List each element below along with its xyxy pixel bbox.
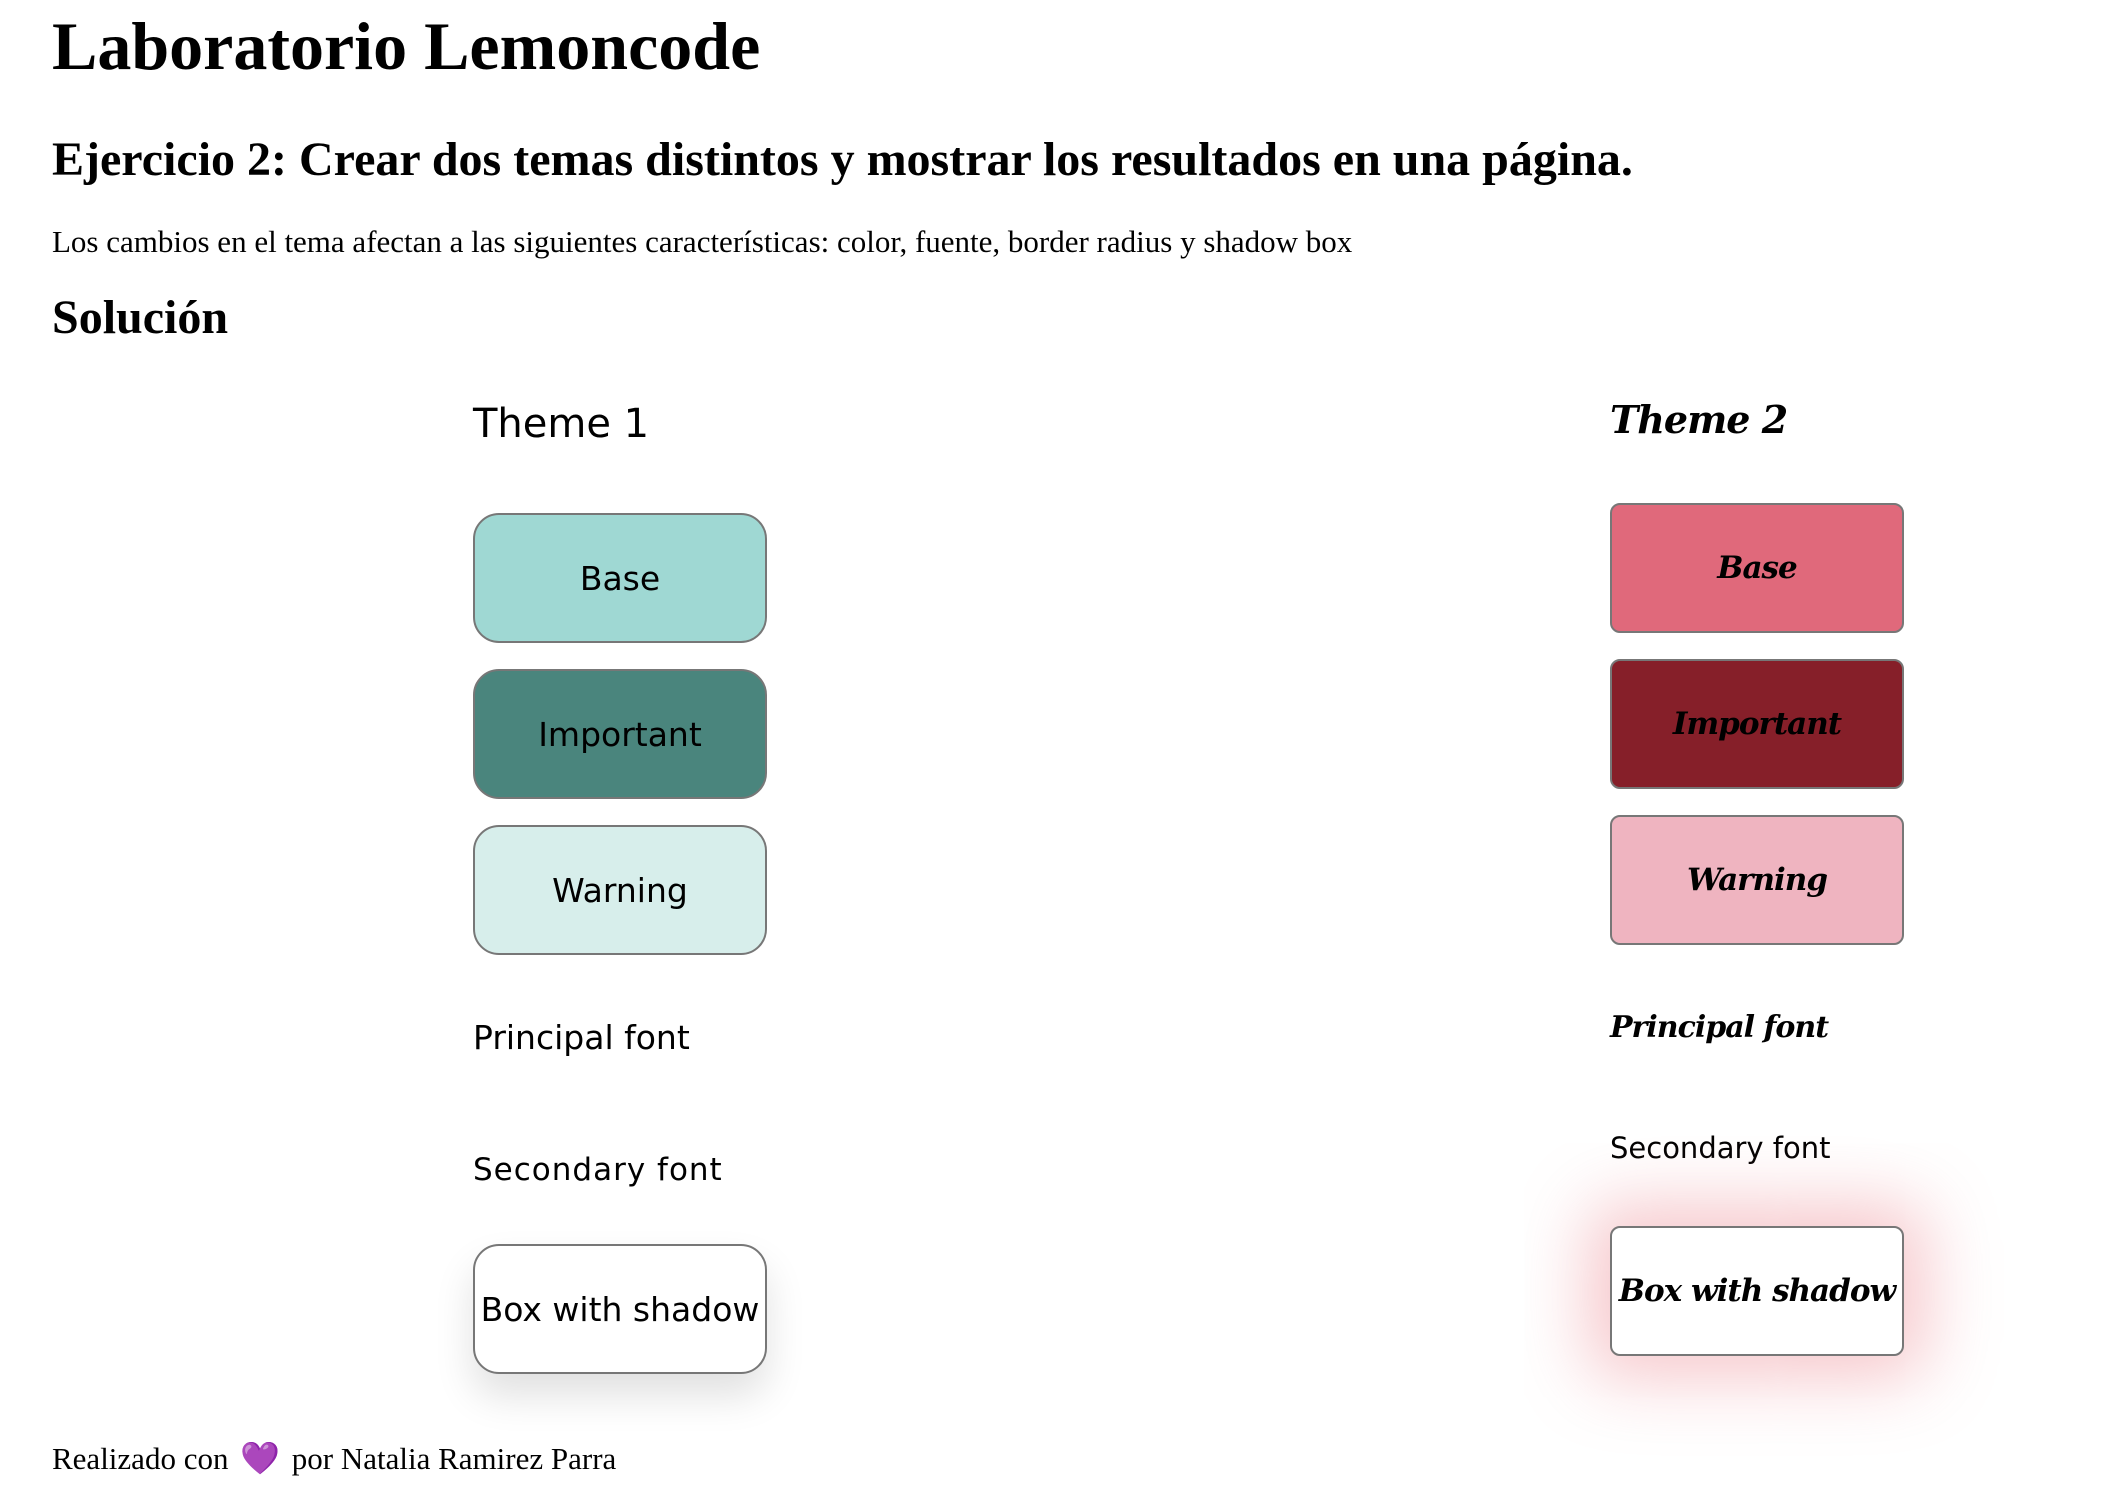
- footer-author: por Natalia Ramirez Parra: [291, 1441, 617, 1476]
- theme-2-important-box: Important: [1610, 659, 1904, 789]
- theme-1-important-box: Important: [473, 669, 767, 799]
- theme-1-important-label: Important: [538, 714, 702, 754]
- theme-1-shadow-box: Box with shadow: [473, 1244, 767, 1374]
- theme-1-base-label: Base: [579, 558, 661, 598]
- theme-1-shadow-box-label: Box with shadow: [480, 1289, 760, 1329]
- theme-1-base-box: Base: [473, 513, 767, 643]
- theme-1-secondary-font: Secondary font: [473, 1152, 723, 1188]
- page-title: Laboratorio Lemoncode: [52, 8, 761, 84]
- theme-2-title: Theme 2: [1610, 397, 1788, 442]
- exercise-heading: Ejercicio 2: Crear dos temas distintos y…: [52, 133, 1633, 186]
- theme-2-warning-box: Warning: [1610, 815, 1904, 945]
- theme-2-base-box: Base: [1610, 503, 1904, 633]
- theme-2-principal-font: Principal font: [1610, 1010, 1829, 1045]
- theme-2-shadow-box: Box with shadow: [1610, 1226, 1904, 1356]
- heart-icon: 💜: [240, 1439, 281, 1477]
- theme-2-secondary-font: Secondary font: [1610, 1131, 1831, 1165]
- footer: Realizado con 💜 por Natalia Ramirez Parr…: [52, 1438, 616, 1479]
- footer-prefix: Realizado con: [52, 1441, 229, 1476]
- theme-1-principal-font: Principal font: [473, 1018, 690, 1057]
- theme-1-title: Theme 1: [473, 401, 650, 447]
- exercise-description: Los cambios en el tema afectan a las sig…: [52, 224, 1353, 259]
- theme-2-shadow-box-label: Box with shadow: [1618, 1273, 1896, 1309]
- solution-heading: Solución: [52, 291, 229, 344]
- theme-1-warning-label: Warning: [552, 870, 688, 910]
- theme-2-important-label: Important: [1672, 706, 1842, 742]
- theme-1-warning-box: Warning: [473, 825, 767, 955]
- theme-2-warning-label: Warning: [1686, 862, 1828, 898]
- theme-2-base-label: Base: [1717, 550, 1797, 586]
